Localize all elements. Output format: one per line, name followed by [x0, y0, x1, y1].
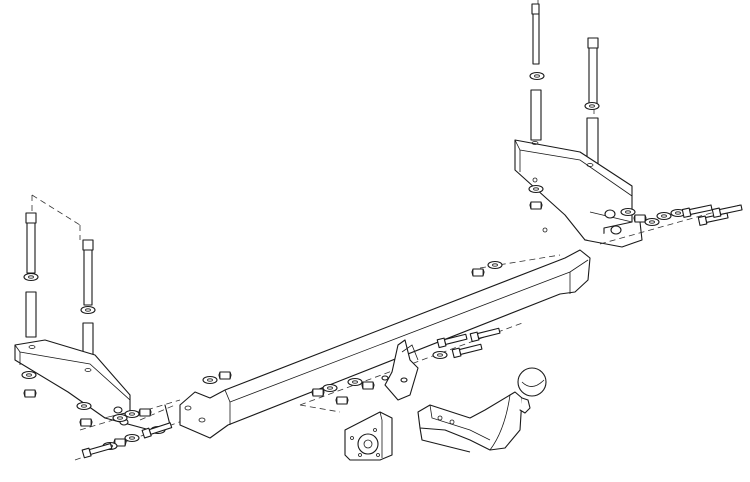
socket-plate	[344, 411, 393, 461]
left-bolt-stack-b	[79, 225, 96, 364]
right-bracket	[514, 139, 643, 248]
left-horizontal-bolts	[74, 399, 186, 461]
left-bolt-stack-a	[23, 194, 81, 338]
right-bolt-stack-a	[529, 0, 545, 141]
center-mount	[299, 321, 526, 413]
crossbar	[139, 249, 591, 439]
right-bolt-stack-b	[584, 37, 600, 169]
right-horizontal-bolts	[599, 202, 743, 245]
tow-ball-neck	[417, 367, 547, 453]
